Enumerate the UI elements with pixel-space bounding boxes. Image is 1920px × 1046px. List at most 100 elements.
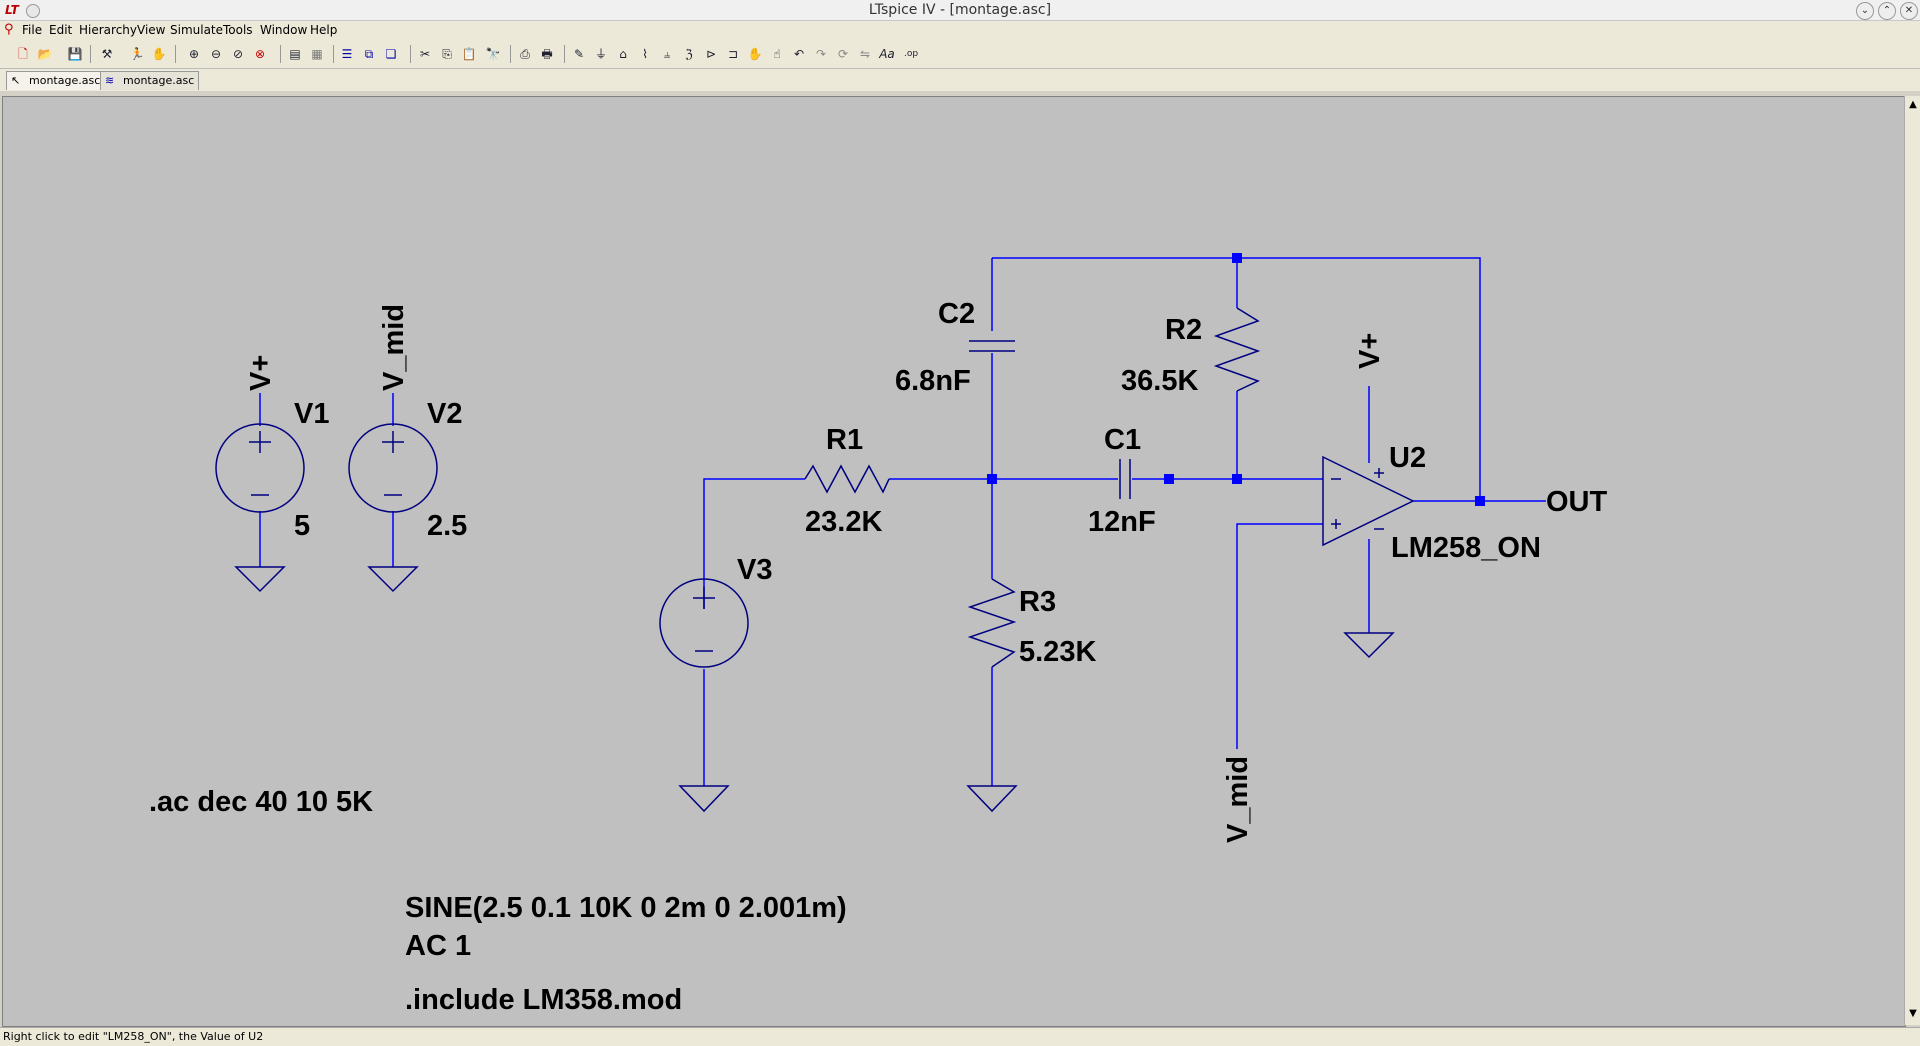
autorange-icon[interactable]: ▤: [289, 47, 301, 61]
resistor-r3[interactable]: [967, 578, 1017, 668]
print-preview-icon[interactable]: ⎙: [520, 47, 530, 61]
menu-tools[interactable]: Tools: [223, 23, 253, 37]
capacitor-c2[interactable]: [969, 340, 1015, 352]
r2-value[interactable]: 36.5K: [1121, 365, 1198, 397]
v3-ac-value[interactable]: AC 1: [405, 930, 471, 962]
v2-net-label[interactable]: V_mid: [378, 304, 410, 391]
voltage-source-v1[interactable]: [215, 423, 305, 513]
zoom-out-icon[interactable]: ⊖: [210, 47, 222, 61]
minimize-icon[interactable]: ⌄: [1856, 2, 1874, 20]
c2-ref[interactable]: C2: [938, 298, 975, 330]
find-icon[interactable]: 🔭: [485, 47, 501, 61]
save-icon[interactable]: 💾: [67, 47, 83, 61]
opamp-u2[interactable]: [1322, 455, 1415, 547]
run-icon[interactable]: 🏃: [129, 47, 145, 61]
inductor-icon[interactable]: ℨ: [685, 47, 693, 61]
component-icon[interactable]: ⊐: [727, 47, 739, 61]
text-icon[interactable]: Aa: [879, 47, 895, 61]
menu-hierarchy[interactable]: Hierarchy: [79, 23, 138, 37]
v2-value[interactable]: 2.5: [427, 510, 467, 542]
capacitor-icon[interactable]: ⫨: [663, 47, 671, 61]
cascade-icon[interactable]: ❏: [385, 47, 397, 61]
window-menu-button[interactable]: [26, 4, 40, 18]
menu-edit[interactable]: Edit: [49, 23, 73, 37]
include-directive[interactable]: .include LM358.mod: [405, 984, 682, 1016]
spice-directive-icon[interactable]: .op: [903, 49, 919, 59]
wire[interactable]: [703, 478, 992, 609]
resistor-r1[interactable]: [804, 464, 890, 494]
redo-icon[interactable]: ↷: [815, 47, 827, 61]
wire-icon[interactable]: ✎: [573, 47, 585, 61]
scroll-up-icon[interactable]: ▲: [1909, 99, 1917, 110]
zoom-cancel-icon[interactable]: ⊗: [254, 47, 266, 61]
cursor-icon: ↖: [11, 74, 21, 87]
tab-waveform[interactable]: ≋ montage.asc: [100, 71, 200, 90]
r3-ref[interactable]: R3: [1019, 586, 1056, 618]
output-net-label[interactable]: OUT: [1546, 486, 1608, 518]
control-panel-icon[interactable]: ⚒: [101, 47, 113, 61]
zoom-in-icon[interactable]: ⊕: [188, 47, 200, 61]
r3-value[interactable]: 5.23K: [1019, 636, 1096, 668]
opamp-supply-label[interactable]: V+: [1354, 333, 1386, 369]
maximize-icon[interactable]: ⌃: [1878, 2, 1896, 20]
scroll-down-icon[interactable]: ▼: [1909, 1008, 1917, 1019]
new-schematic-icon[interactable]: 🗋: [18, 47, 28, 61]
tile-horizontal-icon[interactable]: ☰: [341, 47, 353, 61]
resistor-icon[interactable]: ⌇: [642, 47, 648, 61]
u2-ref[interactable]: U2: [1389, 442, 1426, 474]
mirror-icon[interactable]: ⇋: [859, 47, 871, 61]
wire[interactable]: [992, 257, 1481, 501]
voltage-source-v2[interactable]: [348, 423, 438, 513]
v3-ref[interactable]: V3: [737, 554, 772, 586]
label-net-icon[interactable]: ⌂: [619, 47, 627, 61]
c1-value[interactable]: 12nF: [1088, 506, 1156, 538]
v2-ref[interactable]: V2: [427, 398, 462, 430]
ground-icon[interactable]: ⏚: [594, 47, 607, 61]
paste-icon[interactable]: 📋: [461, 47, 477, 61]
v1-ref[interactable]: V1: [294, 398, 329, 430]
cut-icon[interactable]: ✂: [419, 47, 431, 61]
drag-icon[interactable]: ☝: [773, 47, 781, 61]
capacitor-c1[interactable]: [1119, 459, 1131, 499]
schematic-canvas[interactable]: V+ V_mid V1 5 V2 2.5 V3 R1 23.2K C2 6.8n…: [2, 96, 1906, 1027]
opamp-ref-label[interactable]: V_mid: [1222, 756, 1254, 843]
copy-icon[interactable]: ⎘: [442, 47, 452, 61]
c1-ref[interactable]: C1: [1104, 424, 1141, 456]
resistor-r2[interactable]: [1213, 307, 1261, 392]
junction-dot: [1475, 496, 1485, 506]
c2-value[interactable]: 6.8nF: [895, 365, 971, 397]
ltspice-logo-icon[interactable]: LT: [5, 3, 19, 17]
junction-dot: [1232, 253, 1242, 263]
tab-schematic[interactable]: ↖ montage.asc: [6, 71, 106, 90]
app-menu-icon[interactable]: ⚲: [4, 22, 14, 37]
rotate-icon[interactable]: ⟳: [837, 47, 849, 61]
print-icon[interactable]: 🖶: [541, 47, 553, 61]
menu-window[interactable]: Window: [260, 23, 308, 37]
open-icon[interactable]: 📂: [37, 47, 53, 61]
r1-ref[interactable]: R1: [826, 424, 863, 456]
wire[interactable]: [1236, 523, 1323, 749]
window-title: LTspice IV - [montage.asc]: [868, 2, 1052, 18]
vertical-scrollbar[interactable]: ▲ ▼: [1904, 96, 1920, 1025]
ac-directive[interactable]: .ac dec 40 10 5K: [149, 786, 373, 818]
v3-sine-value[interactable]: SINE(2.5 0.1 10K 0 2m 0 2.001m): [405, 892, 847, 924]
voltage-source-v3[interactable]: [659, 578, 749, 668]
diode-icon[interactable]: ⊳: [705, 47, 717, 61]
menu-view[interactable]: View: [137, 23, 166, 37]
move-icon[interactable]: ✋: [747, 47, 763, 61]
menu-simulate[interactable]: Simulate: [170, 23, 224, 37]
menu-file[interactable]: File: [22, 23, 43, 37]
halt-icon[interactable]: ✋: [151, 47, 167, 61]
v1-net-label[interactable]: V+: [245, 355, 277, 391]
zoom-fit-icon[interactable]: ⊘: [232, 47, 244, 61]
v1-value[interactable]: 5: [294, 510, 310, 542]
grid-icon[interactable]: ▦: [311, 47, 323, 61]
ground-symbol: [966, 785, 1018, 813]
r2-ref[interactable]: R2: [1165, 314, 1202, 346]
menu-help[interactable]: Help: [310, 23, 338, 37]
close-icon[interactable]: ✕: [1900, 2, 1918, 20]
r1-value[interactable]: 23.2K: [805, 506, 882, 538]
u2-value[interactable]: LM258_ON: [1391, 532, 1541, 564]
tile-vertical-icon[interactable]: ⧉: [364, 47, 374, 61]
undo-icon[interactable]: ↶: [793, 47, 805, 61]
